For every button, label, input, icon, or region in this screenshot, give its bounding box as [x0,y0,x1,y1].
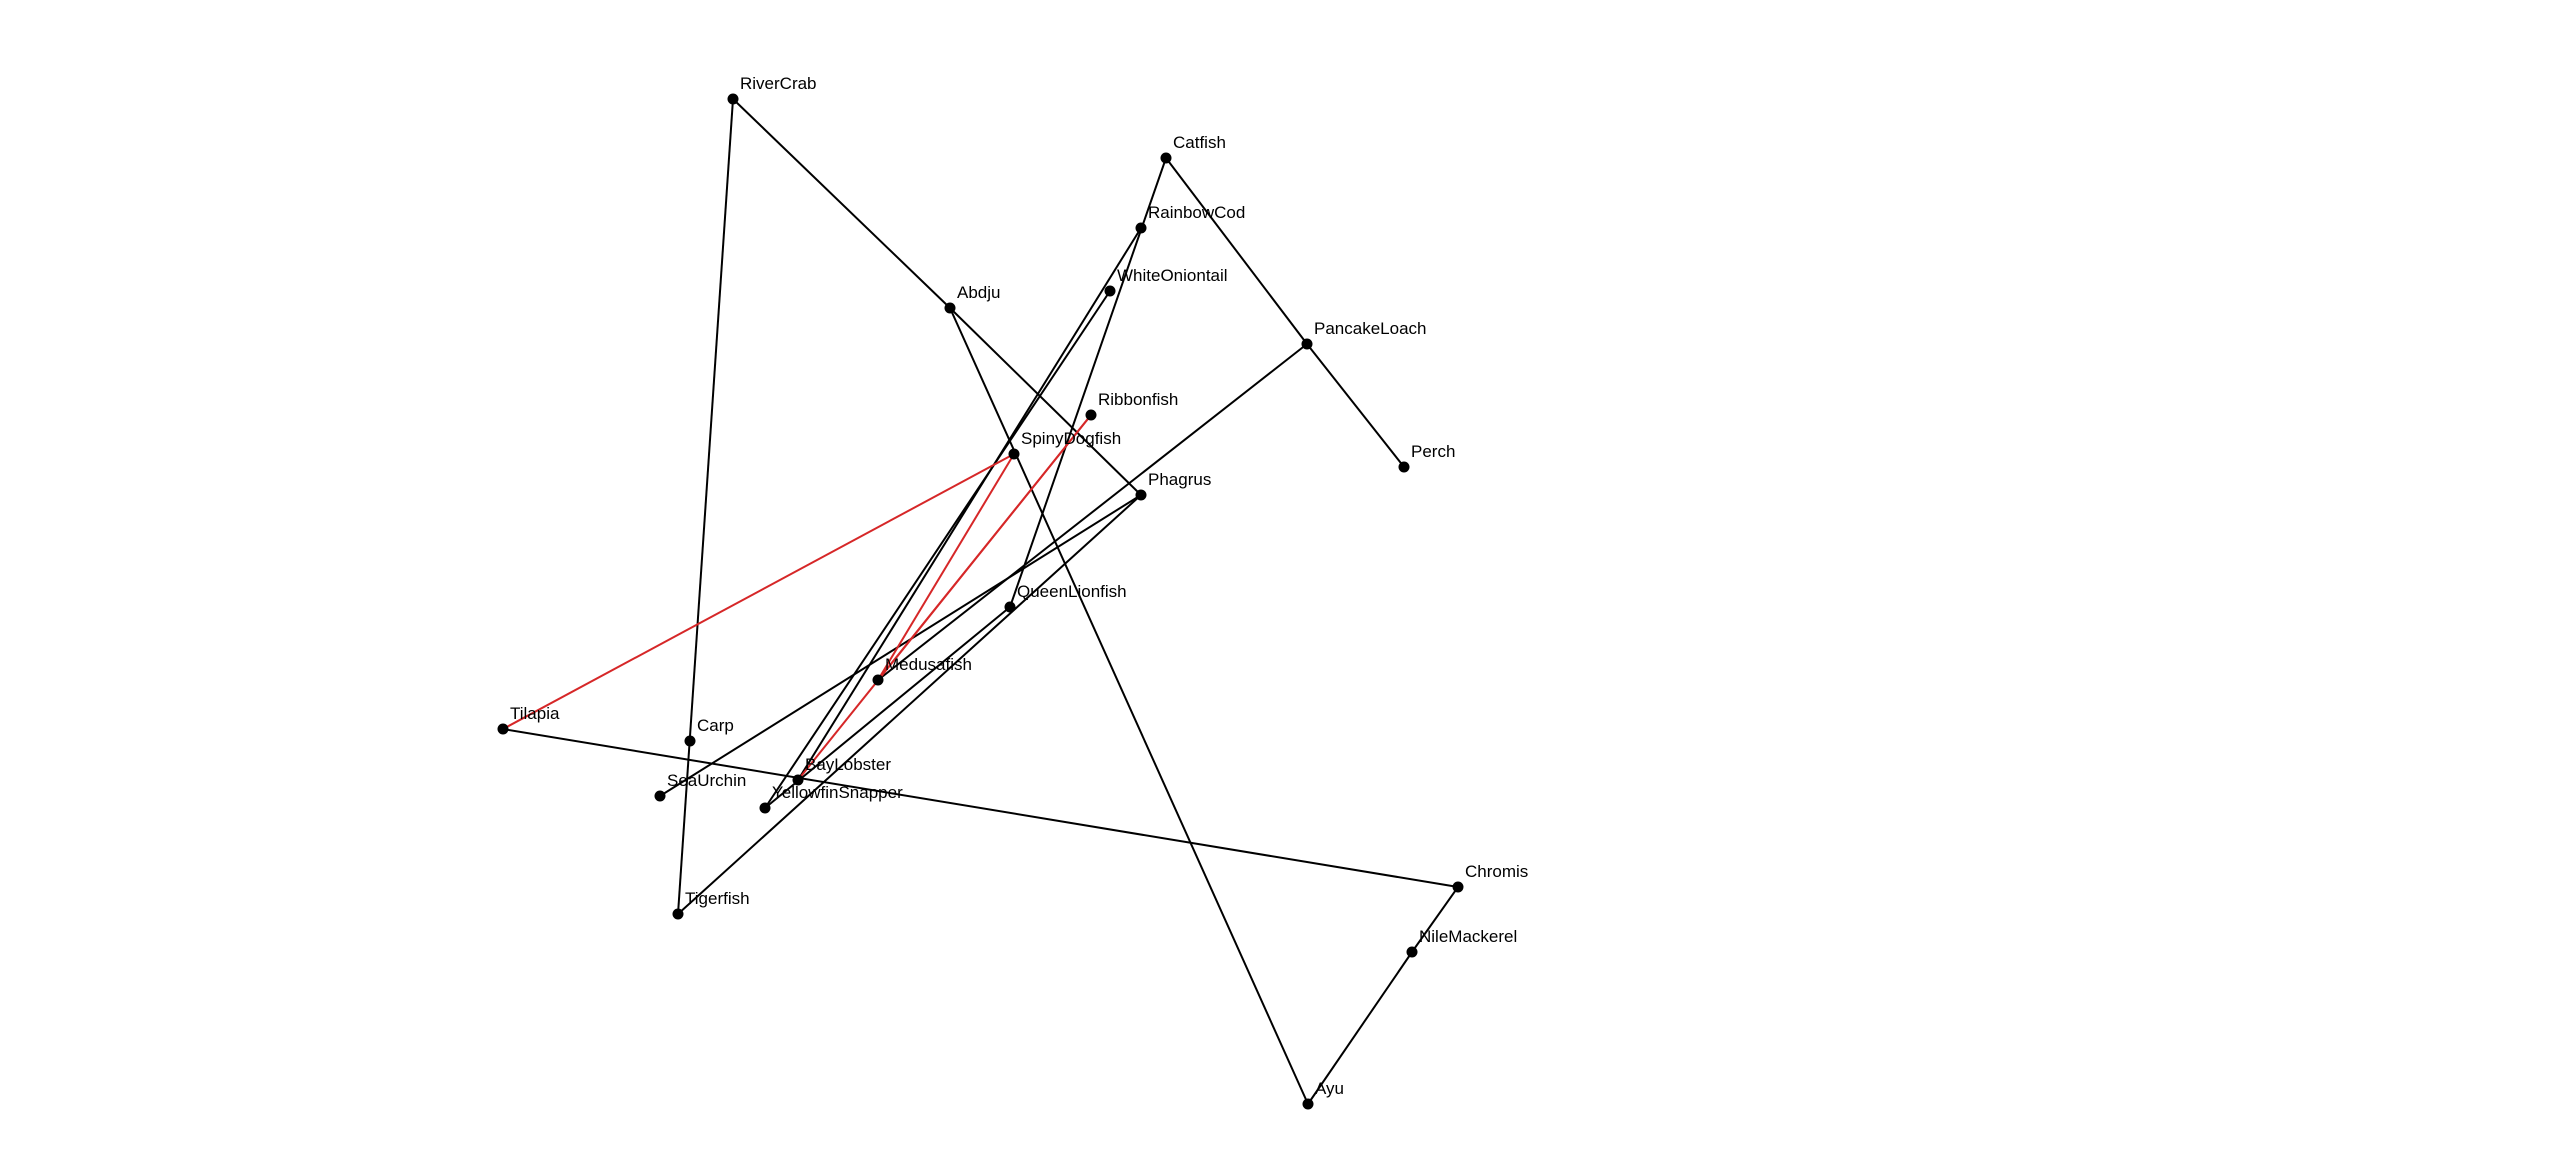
node-label-QueenLionfish: QueenLionfish [1017,582,1127,601]
node-WhiteOniontail [1104,285,1116,297]
node-Perch [1398,461,1410,473]
node-NileMackerel [1406,946,1418,958]
edge-NileMackerel-Ayu [1307,951,1413,1105]
node-layer [497,93,1464,1110]
node-label-Medusafish: Medusafish [885,655,972,674]
node-label-NileMackerel: NileMackerel [1419,927,1517,946]
node-label-SeaUrchin: SeaUrchin [667,771,746,790]
node-Ribbonfish [1085,409,1097,421]
edge-Abdju-Phagrus [949,307,1142,496]
edge-Phagrus-Tigerfish [677,494,1142,915]
node-label-Perch: Perch [1411,442,1455,461]
edge-Abdju-Ayu [949,307,1309,1105]
node-label-Abdju: Abdju [957,283,1000,302]
node-label-Tilapia: Tilapia [510,704,560,723]
edge-RiverCrab-Tigerfish [677,98,734,915]
node-label-Tigerfish: Tigerfish [685,889,750,908]
node-BayLobster [792,774,804,786]
edge-Chromis-NileMackerel [1411,886,1459,953]
node-label-Phagrus: Phagrus [1148,470,1211,489]
node-PancakeLoach [1301,338,1313,350]
node-SpinyDogfish [1008,448,1020,460]
node-Chromis [1452,881,1464,893]
edge-Catfish-PancakeLoach [1165,157,1308,345]
node-Tigerfish [672,908,684,920]
node-label-BayLobster: BayLobster [805,755,891,774]
node-Phagrus [1135,489,1147,501]
node-Catfish [1160,152,1172,164]
node-RiverCrab [727,93,739,105]
edge-Phagrus-SeaUrchin [659,494,1142,797]
edge-RiverCrab-Abdju [732,98,951,309]
node-label-Catfish: Catfish [1173,133,1226,152]
node-label-Ayu: Ayu [1315,1079,1344,1098]
node-label-YellowfinSnapper: YellowfinSnapper [772,783,903,802]
node-Carp [684,735,696,747]
node-Ayu [1302,1098,1314,1110]
node-RainbowCod [1135,222,1147,234]
edge-Tilapia-Chromis [502,728,1459,888]
edge-WhiteOniontail-YellowfinSnapper [764,290,1111,809]
edge-layer [502,98,1459,1105]
node-label-Carp: Carp [697,716,734,735]
edge-PancakeLoach-Medusafish [877,343,1308,681]
node-label-WhiteOniontail: WhiteOniontail [1117,266,1228,285]
edge-RainbowCod-BayLobster [797,227,1142,781]
node-SeaUrchin [654,790,666,802]
node-label-PancakeLoach: PancakeLoach [1314,319,1426,338]
node-YellowfinSnapper [759,802,771,814]
node-QueenLionfish [1004,601,1016,613]
node-Medusafish [872,674,884,686]
node-label-SpinyDogfish: SpinyDogfish [1021,429,1121,448]
edge-Ribbonfish-BayLobster [797,414,1092,781]
node-label-RiverCrab: RiverCrab [740,74,817,93]
edge-QueenLionfish-YellowfinSnapper [764,606,1011,809]
edge-Tilapia-SpinyDogfish [502,453,1015,730]
edge-PancakeLoach-Perch [1306,343,1405,468]
node-label-Ribbonfish: Ribbonfish [1098,390,1178,409]
node-label-Chromis: Chromis [1465,862,1528,881]
node-Abdju [944,302,956,314]
node-label-RainbowCod: RainbowCod [1148,203,1245,222]
edge-SpinyDogfish-Medusafish [877,453,1015,681]
node-Tilapia [497,723,509,735]
